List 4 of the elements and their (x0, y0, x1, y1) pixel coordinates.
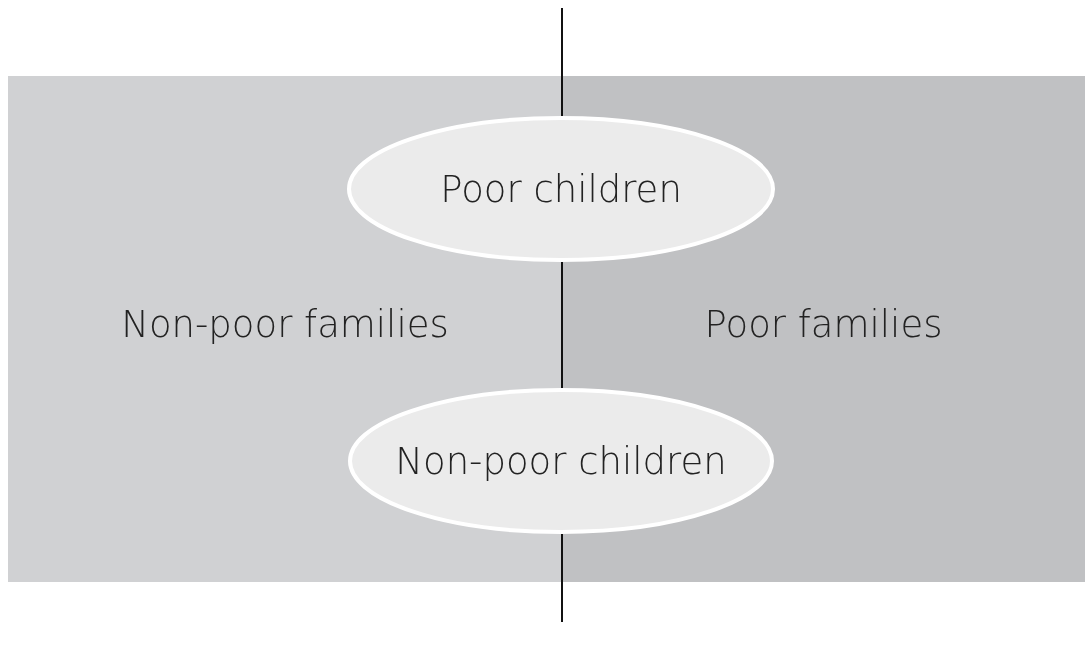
region-label: Poor families (704, 302, 943, 346)
region-label: Non-poor families (121, 302, 449, 346)
oval-label: Non-poor children (395, 439, 727, 483)
oval-label: Poor children (440, 167, 682, 211)
